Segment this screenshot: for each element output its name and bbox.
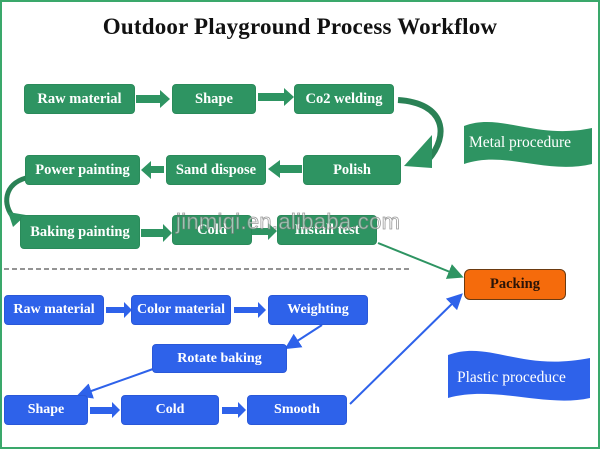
arrow-raw-to-shape	[136, 90, 170, 108]
metal-step-sand-dispose: Sand dispose	[166, 155, 266, 185]
metal-procedure-label: Metal procedure	[469, 134, 571, 151]
arrow-polish-to-sand	[268, 160, 302, 178]
plastic-step-color-material: Color material	[131, 295, 231, 325]
arrow-cold-to-install	[252, 223, 277, 240]
metal-step-shape: Shape	[172, 84, 256, 114]
arrow-p-cold-to-smooth	[222, 402, 246, 418]
packing-step: Packing	[464, 269, 566, 300]
arrow-p-rotate-to-shape	[76, 368, 154, 399]
plastic-step-cold: Cold	[121, 395, 219, 425]
metal-step-power-painting: Power painting	[25, 155, 140, 185]
arrow-install-to-packing	[377, 242, 464, 279]
arrow-p-weighting-to-rotate	[284, 324, 323, 350]
plastic-procedure-label: Plastic proceduce	[457, 369, 566, 386]
arrow-p-shape-to-cold	[90, 402, 120, 418]
metal-step-polish: Polish	[303, 155, 401, 185]
metal-step-co2-welding: Co2 welding	[294, 84, 394, 114]
metal-step-baking-painting: Baking painting	[20, 215, 140, 249]
metal-ribbon-shape	[464, 121, 592, 167]
arrow-shape-to-welding	[258, 88, 294, 106]
arrow-p-raw-to-color	[106, 302, 132, 318]
plastic-step-raw-material: Raw material	[4, 295, 104, 325]
arrow-welding-to-polish	[397, 97, 444, 168]
metal-step-cold: Cold	[172, 215, 252, 245]
plastic-step-shape: Shape	[4, 395, 88, 425]
arrow-p-smooth-to-packing	[349, 293, 463, 405]
arrow-baking-to-cold	[141, 224, 172, 242]
plastic-step-rotate-baking: Rotate baking	[152, 344, 287, 373]
plastic-ribbon-shape	[448, 350, 590, 401]
plastic-step-weighting: Weighting	[268, 295, 368, 325]
plastic-step-smooth: Smooth	[247, 395, 347, 425]
watermark: jinmiqi.en.alibaba.com	[176, 209, 401, 235]
metal-step-raw-material: Raw material	[24, 84, 135, 114]
metal-step-install-test: Install test	[277, 215, 377, 245]
arrow-p-color-to-weighting	[234, 302, 266, 318]
diagram-title: Outdoor Playground Process Workflow	[102, 14, 498, 39]
arrow-sand-to-power	[141, 161, 164, 179]
